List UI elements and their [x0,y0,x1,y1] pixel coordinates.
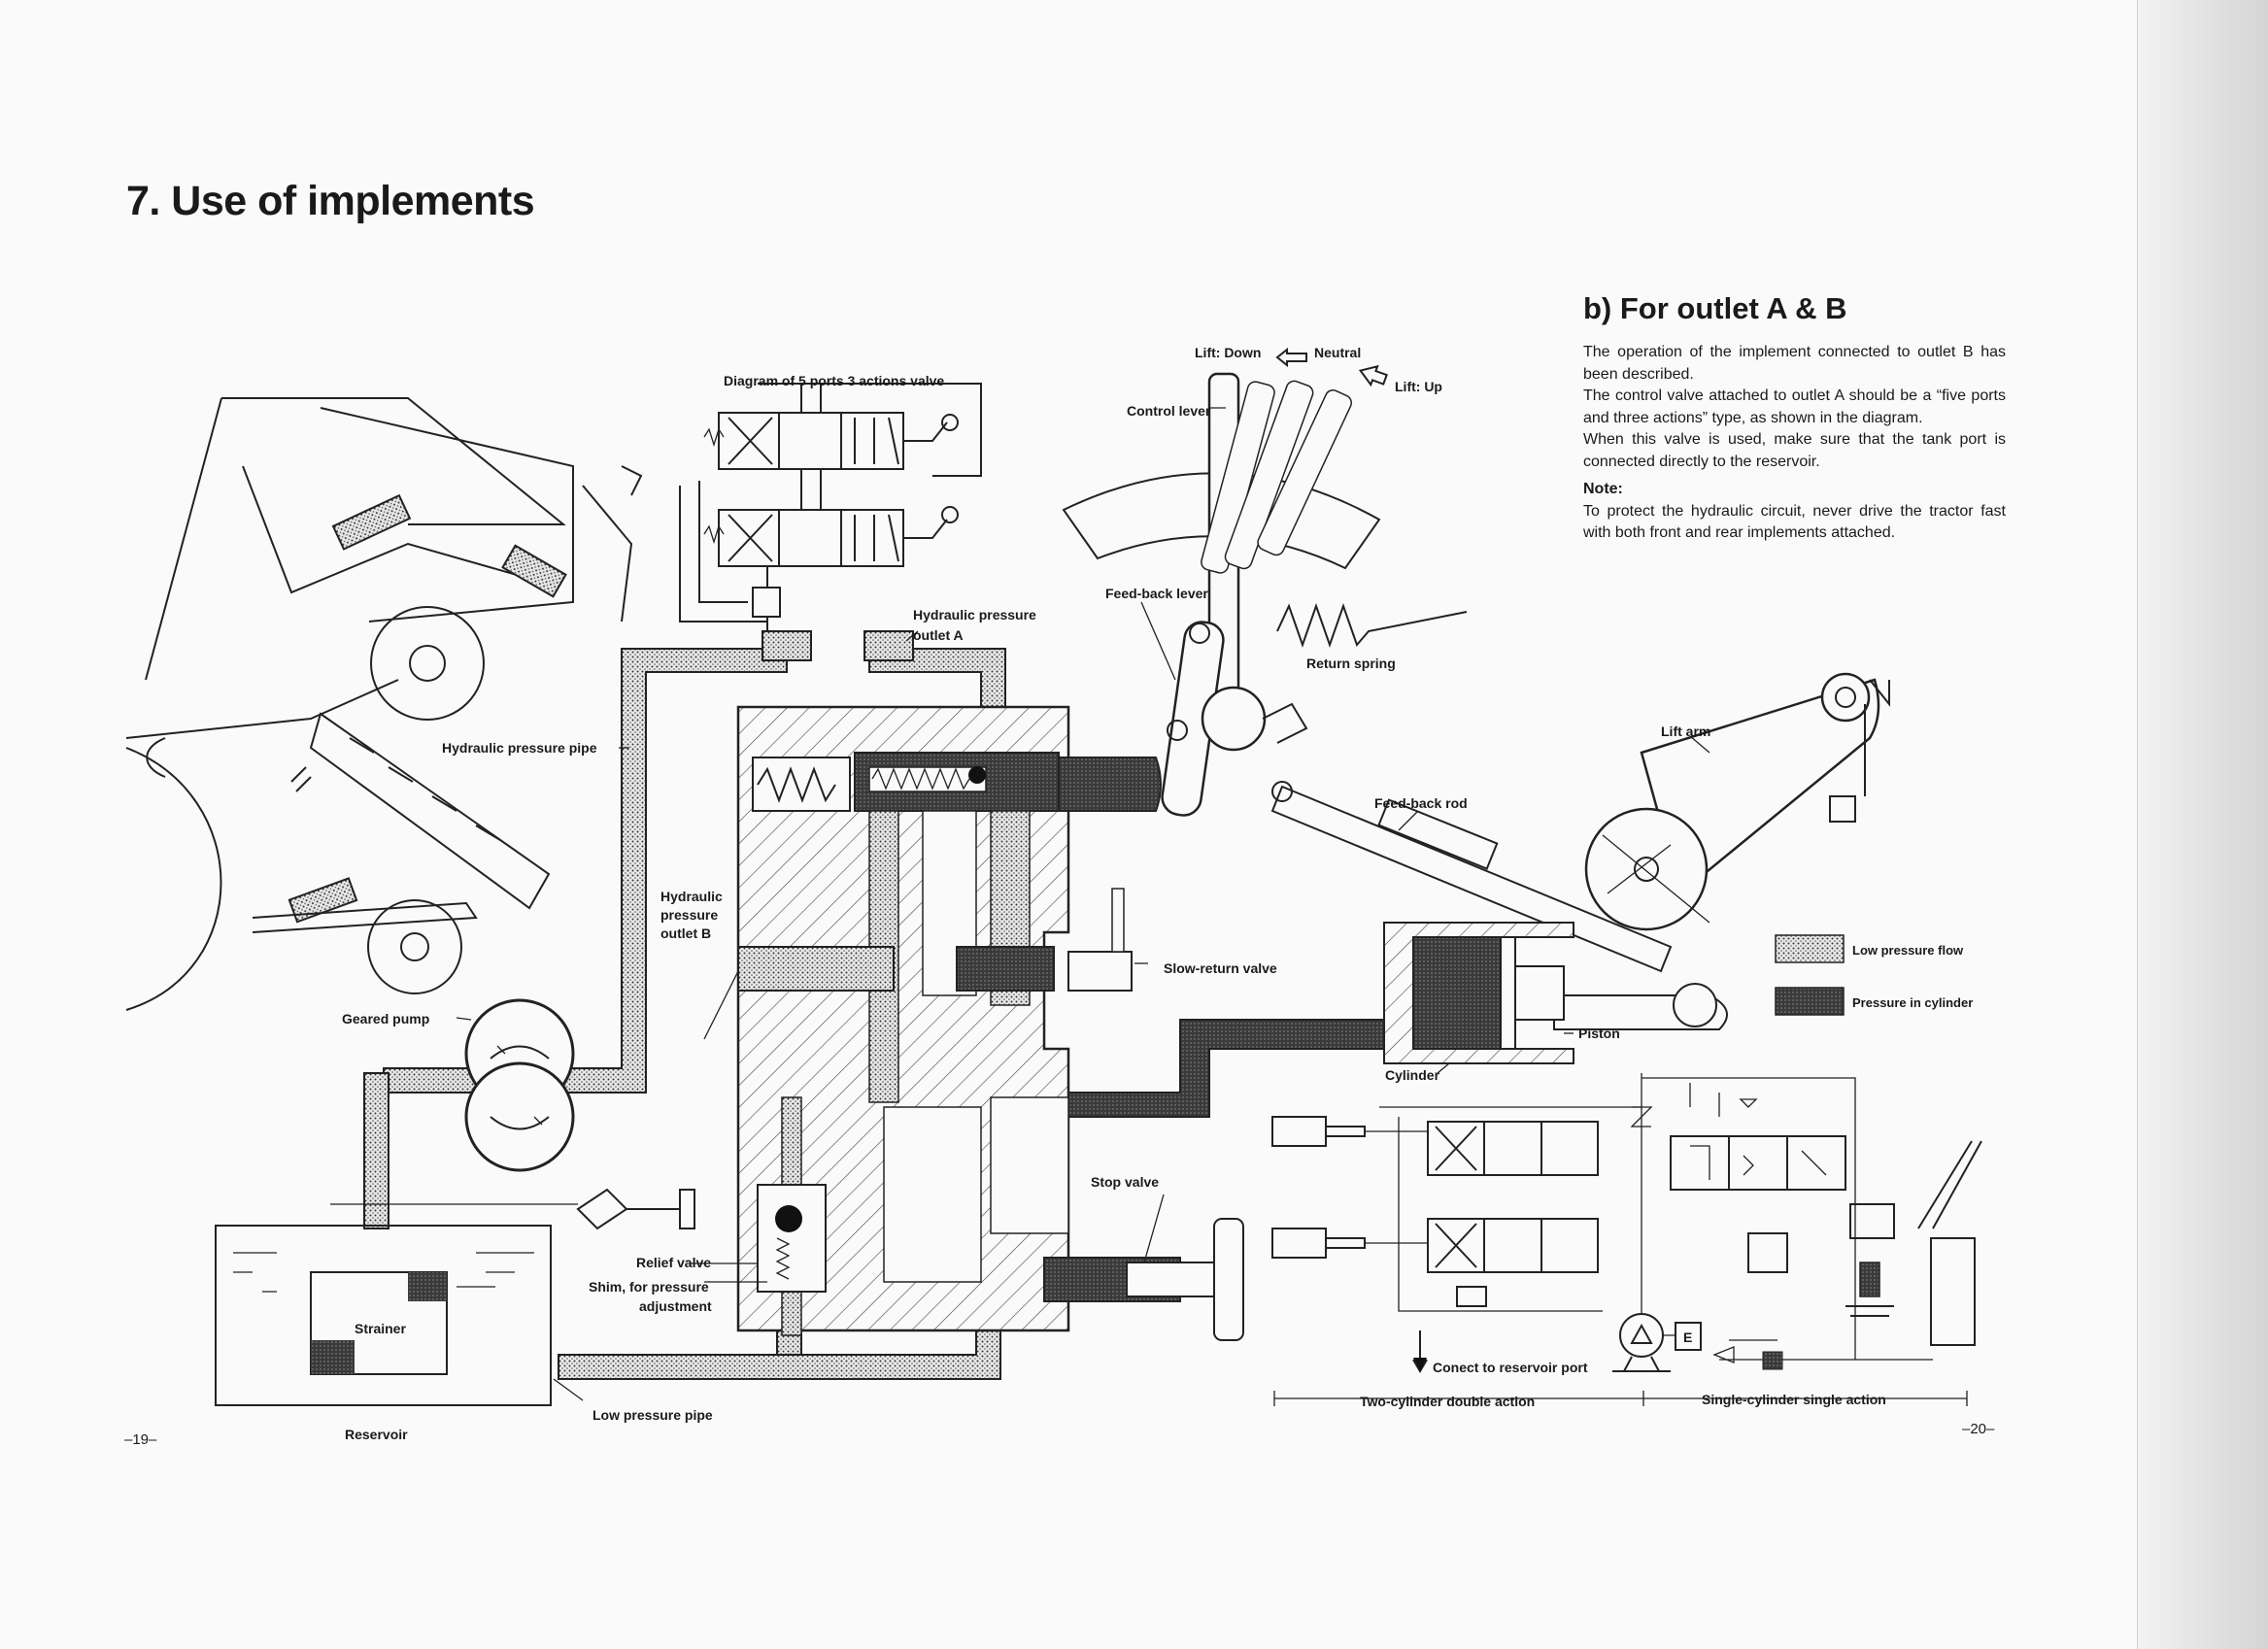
label-reservoir: Reservoir [345,1427,408,1442]
label-return-spring: Return spring [1306,656,1396,671]
control-lever-assembly [1062,372,1468,817]
page-number-right: –20– [1962,1421,1995,1437]
page-title: 7. Use of implements [126,178,535,224]
label-hp-outlet-b-3: outlet B [660,925,711,941]
label-lift-up: Lift: Up [1395,379,1442,394]
label-control-lever: Control lever [1127,403,1211,419]
label-low-pressure-pipe: Low pressure pipe [592,1407,713,1423]
page-number-left: –19– [124,1431,157,1448]
label-geared-pump: Geared pump [342,1011,429,1026]
geared-pump [464,998,575,1172]
pressure-gauge-valve [330,1188,695,1230]
label-hp-outlet-b-1: Hydraulic [660,889,723,904]
label-feedback-rod: Feed-back rod [1374,795,1468,811]
legend: Low pressure flow Pressure in cylinder [1775,934,1973,1016]
legend-low-pressure-label: Low pressure flow [1852,943,1964,958]
label-lift-down: Lift: Down [1195,345,1261,360]
label-hp-outlet-a-2: outlet A [913,627,964,643]
section-body: The operation of the implement connected… [1583,342,2006,545]
label-connect-reservoir: Conect to reservoir port [1433,1360,1588,1375]
legend-swatch-low-pressure [1775,934,1845,963]
reservoir-tank [215,1225,552,1406]
paragraph-3: When this valve is used, make sure that … [1583,431,2006,470]
label-shim-2: adjustment [639,1298,712,1314]
label-slow-return-valve: Slow-return valve [1164,960,1277,976]
paragraph-2: The control valve attached to outlet A s… [1583,387,2006,426]
note-label: Note: [1583,481,1623,497]
label-valve-diagram: Diagram of 5 ports 3 actions valve [724,373,944,388]
label-feedback-lever: Feed-back lever [1105,586,1208,601]
paragraph-1: The operation of the implement connected… [1583,344,2006,383]
next-page-edge [2137,0,2268,1649]
pump-symbol [1612,1292,1702,1372]
label-shim-1: Shim, for pressure [589,1279,709,1295]
feedback-rod-lift-arm [1270,672,1890,1030]
label-hp-outlet-a-1: Hydraulic pressure [913,607,1036,623]
legend-pressure-cylinder-label: Pressure in cylinder [1852,995,1973,1010]
label-e-box: E [1683,1329,1692,1345]
label-stop-valve: Stop valve [1091,1174,1159,1190]
label-lift-arm: Lift arm [1661,724,1710,739]
label-neutral: Neutral [1314,345,1361,360]
label-single-cylinder: Single-cylinder single action [1702,1392,1886,1407]
leader-lines [456,407,1710,1401]
label-hp-pipe: Hydraulic pressure pipe [442,740,597,756]
two-cylinder-schematic [1271,1073,1653,1373]
direction-arrows [1275,347,1388,387]
five-port-valve-diagram [679,383,982,641]
single-cylinder-schematic [1642,1077,1982,1370]
schematic-span-line [1273,1391,1968,1406]
legend-swatch-pressure-cylinder [1775,987,1845,1016]
label-relief-valve: Relief valve [636,1255,711,1270]
label-hp-outlet-b-2: pressure [660,907,718,923]
label-strainer: Strainer [355,1321,406,1336]
diagram-labels: Diagram of 5 ports 3 actions valve Hydra… [342,345,1886,1442]
section-heading: b) For outlet A & B [1583,291,1847,325]
label-cylinder: Cylinder [1385,1067,1440,1083]
label-two-cylinder: Two-cylinder double action [1360,1394,1535,1409]
lift-cylinder [1383,922,1574,1064]
note-text: To protect the hydraulic circuit, never … [1583,502,2006,542]
label-piston: Piston [1578,1026,1620,1041]
front-loader-illustration [125,397,643,1011]
control-valve-body [736,705,1244,1341]
